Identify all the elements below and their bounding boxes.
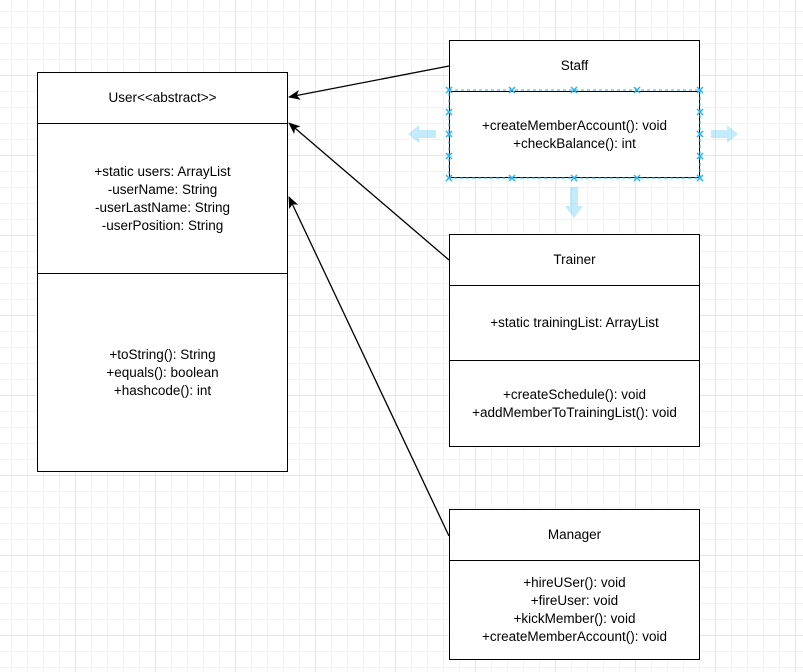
class-user-attribute: -userPosition: String <box>101 217 224 233</box>
edge-trainer-to-user[interactable] <box>288 122 450 261</box>
class-staff-method: +createMemberAccount(): void <box>482 117 667 133</box>
class-staff-methods[interactable]: +createMemberAccount(): void +checkBalan… <box>450 91 699 177</box>
class-manager-name: Manager <box>547 527 602 542</box>
edge-staff-to-user[interactable] <box>288 65 450 100</box>
class-user[interactable]: User<<abstract>> +static users: ArrayLis… <box>37 72 288 472</box>
arrow-down-icon[interactable] <box>565 187 583 218</box>
class-manager-method: +createMemberAccount(): void <box>482 629 667 644</box>
class-staff[interactable]: Staff +createMemberAccount(): void +chec… <box>449 40 700 178</box>
class-trainer-methods: +createSchedule(): void +addMemberToTrai… <box>450 360 699 446</box>
class-manager-method: +kickMember(): void <box>513 611 636 626</box>
class-manager-header: Manager <box>450 510 699 560</box>
class-trainer[interactable]: Trainer +static trainingList: ArrayList … <box>449 234 700 447</box>
class-user-attribute: -userLastName: String <box>94 199 231 215</box>
arrow-right-icon[interactable] <box>711 125 738 143</box>
class-trainer-method: +addMemberToTrainingList(): void <box>472 404 677 420</box>
class-user-attributes: +static users: ArrayList -userName: Stri… <box>38 123 287 273</box>
edge-manager-to-user[interactable] <box>288 196 450 537</box>
class-staff-header: Staff <box>450 41 699 91</box>
class-manager[interactable]: Manager +hireUSer(): void +fireUser: voi… <box>449 509 700 660</box>
class-staff-name: Staff <box>560 58 589 73</box>
class-trainer-header: Trainer <box>450 235 699 285</box>
class-user-name: User<<abstract>> <box>108 90 217 105</box>
class-user-method: +toString(): String <box>109 346 216 362</box>
class-trainer-attribute: +static trainingList: ArrayList <box>490 315 659 330</box>
class-user-method: +equals(): boolean <box>106 364 219 380</box>
class-user-header: User<<abstract>> <box>38 73 287 123</box>
class-user-attribute: -userName: String <box>107 181 218 197</box>
class-manager-methods: +hireUSer(): void +fireUser: void +kickM… <box>450 560 699 659</box>
class-user-method: +hashcode(): int <box>113 382 212 398</box>
class-manager-method: +hireUSer(): void <box>523 575 626 590</box>
class-trainer-method: +createSchedule(): void <box>503 386 646 402</box>
class-manager-method: +fireUser: void <box>530 593 619 608</box>
arrow-left-icon[interactable] <box>408 125 436 143</box>
class-trainer-name: Trainer <box>553 252 596 267</box>
class-trainer-attributes: +static trainingList: ArrayList <box>450 285 699 360</box>
class-user-attribute: +static users: ArrayList <box>94 163 231 179</box>
class-user-methods: +toString(): String +equals(): boolean +… <box>38 273 287 471</box>
class-staff-method: +checkBalance(): int <box>513 135 636 151</box>
